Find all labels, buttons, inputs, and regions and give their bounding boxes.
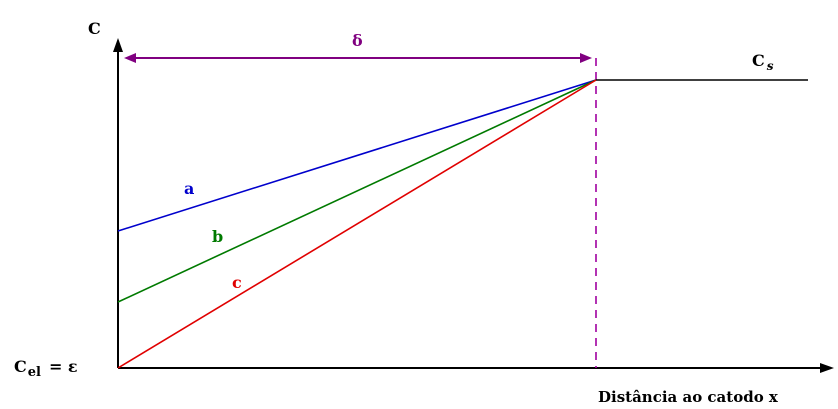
delta-right-arrowhead-icon [580, 53, 592, 63]
profile-line-c [117, 79, 597, 369]
cel-label-eq: = ε [49, 357, 78, 376]
line-b-label: b [212, 227, 223, 246]
cel-label-sub: el [28, 365, 41, 380]
y-axis-label: C [88, 19, 101, 38]
profile-line-a [117, 79, 597, 232]
cs-label-sub: s [767, 59, 774, 73]
delta-label: δ [352, 31, 363, 50]
y-axis-arrowhead-icon [113, 38, 123, 52]
cs-label-main: C [752, 51, 765, 70]
cel-label: Cel = ε [14, 357, 78, 380]
x-axis-arrowhead-icon [820, 363, 834, 373]
delta-left-arrowhead-icon [124, 53, 136, 63]
profile-line-b [117, 79, 597, 303]
cel-label-main: C [14, 357, 27, 376]
x-axis-label: Distância ao catodo x [598, 388, 779, 406]
line-c-label: c [232, 273, 242, 292]
line-a-label: a [184, 179, 194, 198]
